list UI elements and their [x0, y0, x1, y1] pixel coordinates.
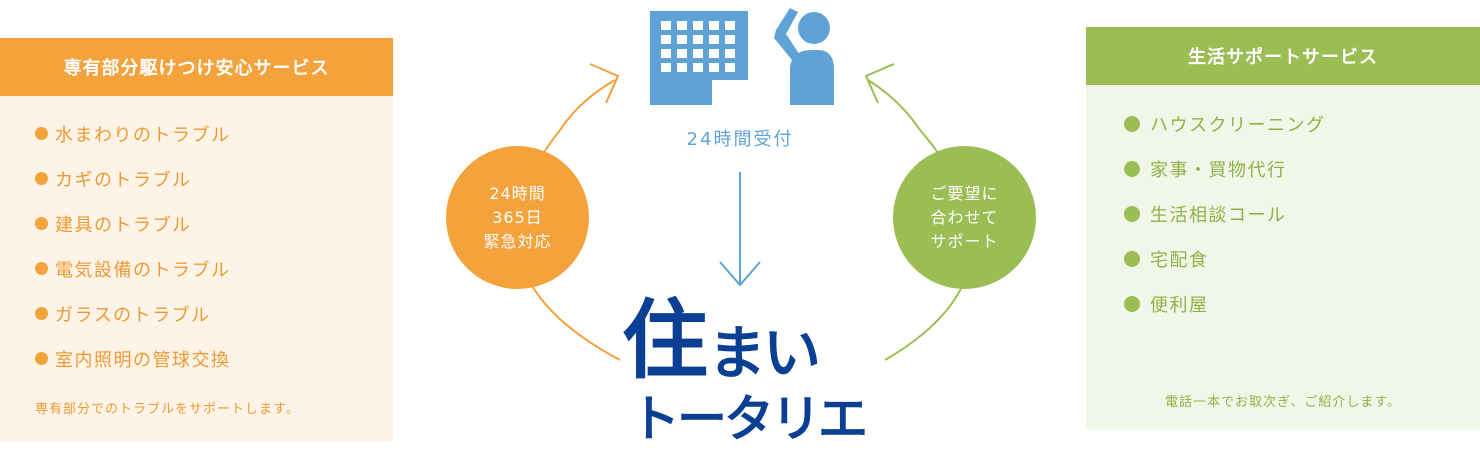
- life-support-panel: 生活サポートサービス ハウスクリーニング 家事・買物代行 生活相談コール 宅配食…: [1086, 27, 1480, 430]
- circle-line: ご要望に: [930, 183, 999, 203]
- list-item: 水まわりのトラブル: [35, 111, 231, 156]
- sumai-totalie-logo: 住 まい トータリエ: [622, 298, 872, 450]
- bullet-dot-icon: [35, 172, 48, 185]
- list-item-label: ハウスクリーニング: [1150, 114, 1326, 136]
- logo-mai-text: まい: [708, 319, 821, 387]
- emergency-service-panel: 専有部分駆けつけ安心サービス 水まわりのトラブル カギのトラブル 建具のトラブル…: [0, 38, 393, 441]
- list-item-label: 建具のトラブル: [55, 214, 192, 236]
- emergency-service-title: 専有部分駆けつけ安心サービス: [0, 38, 393, 96]
- bullet-dot-icon: [1124, 115, 1140, 132]
- left-arrowhead-icon: [589, 63, 620, 104]
- circle-line: 24時間: [489, 183, 546, 203]
- bullet-dot-icon: [35, 217, 48, 230]
- emergency-circle: 24時間 365日 緊急対応: [446, 146, 589, 289]
- bullet-dot-icon: [1124, 160, 1140, 177]
- building-icon: [650, 11, 748, 105]
- circle-line: 365日: [492, 207, 543, 227]
- logo-ju-text: 住: [622, 291, 708, 391]
- person-phone-icon: [774, 8, 834, 105]
- support-circle: ご要望に 合わせて サポート: [893, 146, 1036, 289]
- list-item: カギのトラブル: [35, 156, 231, 201]
- life-support-title: 生活サポートサービス: [1086, 27, 1480, 85]
- list-item: 電気設備のトラブル: [35, 246, 231, 291]
- list-item-label: 電気設備のトラブル: [55, 259, 231, 281]
- circle-line: サポート: [930, 231, 999, 251]
- list-item-label: 室内照明の管球交換: [55, 349, 231, 371]
- list-item-label: ガラスのトラブル: [55, 304, 211, 326]
- circle-line: 緊急対応: [483, 231, 552, 251]
- bullet-dot-icon: [35, 127, 48, 140]
- list-item-label: 家事・買物代行: [1150, 159, 1287, 181]
- list-item: 建具のトラブル: [35, 201, 231, 246]
- bullet-dot-icon: [35, 352, 48, 365]
- arrow-down-icon: [719, 172, 761, 287]
- list-item: 宅配食: [1124, 236, 1326, 281]
- list-item: 便利屋: [1124, 281, 1326, 326]
- life-support-list: ハウスクリーニング 家事・買物代行 生活相談コール 宅配食 便利屋: [1124, 101, 1326, 326]
- logo-line-1: 住 まい: [622, 291, 821, 391]
- logo-line-2: トータリエ: [630, 390, 868, 448]
- circle-line: 合わせて: [930, 207, 999, 227]
- bullet-dot-icon: [35, 262, 48, 275]
- list-item-label: 生活相談コール: [1150, 204, 1287, 226]
- bullet-dot-icon: [35, 307, 48, 320]
- list-item: ガラスのトラブル: [35, 291, 231, 336]
- emergency-service-list: 水まわりのトラブル カギのトラブル 建具のトラブル 電気設備のトラブル ガラスの…: [35, 111, 231, 381]
- bullet-dot-icon: [1124, 250, 1140, 267]
- life-support-note: 電話一本でお取次ぎ、ご紹介します。: [1164, 395, 1402, 410]
- list-item: 家事・買物代行: [1124, 146, 1326, 191]
- list-item-label: カギのトラブル: [55, 169, 192, 191]
- list-item-label: 宅配食: [1150, 249, 1209, 271]
- list-item-label: 水まわりのトラブル: [55, 124, 231, 146]
- list-item: ハウスクリーニング: [1124, 101, 1326, 146]
- list-item-label: 便利屋: [1150, 294, 1209, 316]
- bullet-dot-icon: [1124, 295, 1140, 312]
- list-item: 室内照明の管球交換: [35, 336, 231, 381]
- list-item: 生活相談コール: [1124, 191, 1326, 236]
- emergency-service-note: 専有部分でのトラブルをサポートします。: [35, 402, 300, 417]
- reception-label: 24時間受付: [686, 129, 794, 150]
- bullet-dot-icon: [1124, 205, 1140, 222]
- right-arrowhead-icon: [864, 63, 895, 104]
